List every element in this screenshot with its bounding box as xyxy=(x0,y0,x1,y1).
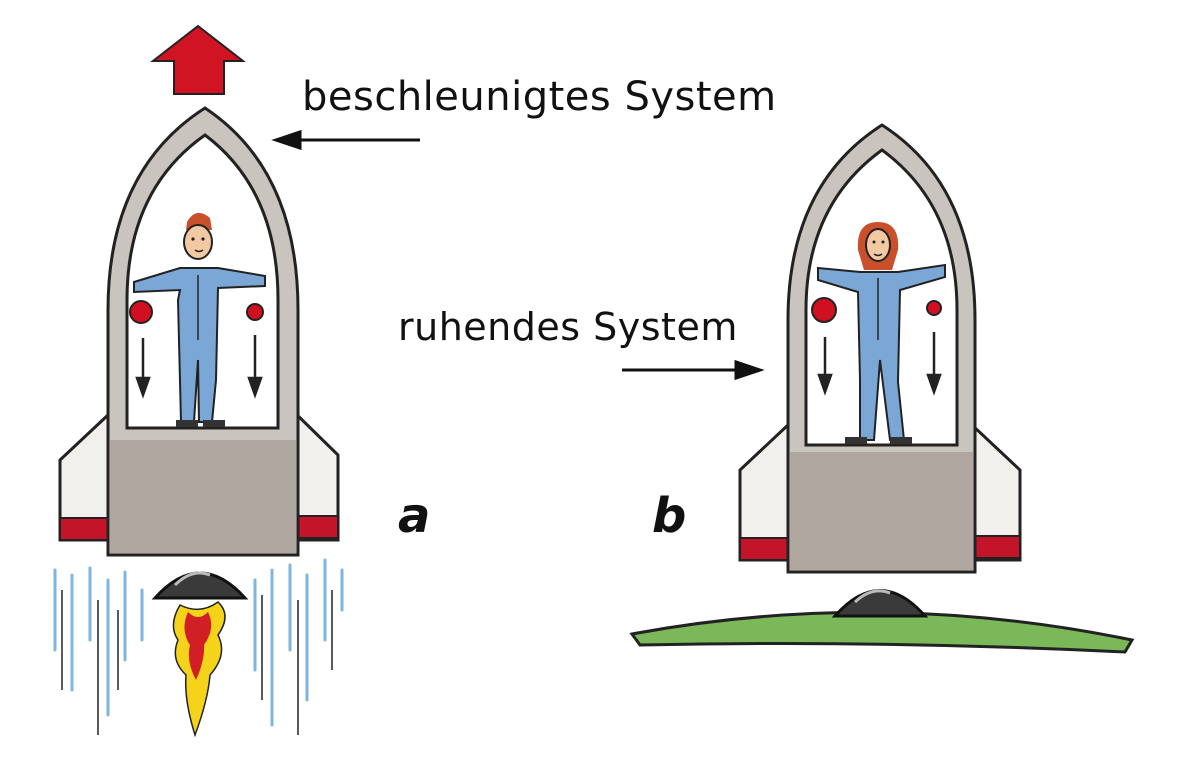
rocket-b xyxy=(629,123,1135,654)
up-arrow-icon xyxy=(150,24,246,95)
exhaust-streaks xyxy=(53,558,344,727)
exhaust-flame xyxy=(172,601,226,738)
down-arrow-icon xyxy=(817,332,942,396)
ball-left xyxy=(811,297,837,323)
left-fin-stripe xyxy=(59,517,109,541)
arrow-right-icon xyxy=(622,359,765,381)
left-fin-stripe xyxy=(739,537,789,561)
panel-label-a: a xyxy=(398,488,431,544)
down-arrow-icon xyxy=(135,335,263,399)
astronaut-a xyxy=(133,212,266,427)
label-resting-system: ruhendes System xyxy=(398,305,738,349)
nozzle xyxy=(151,571,249,600)
ground xyxy=(629,610,1135,654)
rocket-a xyxy=(53,24,344,738)
ball-right xyxy=(926,300,942,316)
arrow-left-icon xyxy=(271,129,420,151)
panel-label-b: b xyxy=(652,488,687,544)
ball-right xyxy=(246,303,264,321)
right-fin-stripe xyxy=(971,535,1021,559)
ball-left xyxy=(129,300,153,324)
astronaut-b xyxy=(817,222,946,444)
label-accelerated-system: beschleunigtes System xyxy=(302,74,777,120)
nozzle xyxy=(831,589,929,618)
